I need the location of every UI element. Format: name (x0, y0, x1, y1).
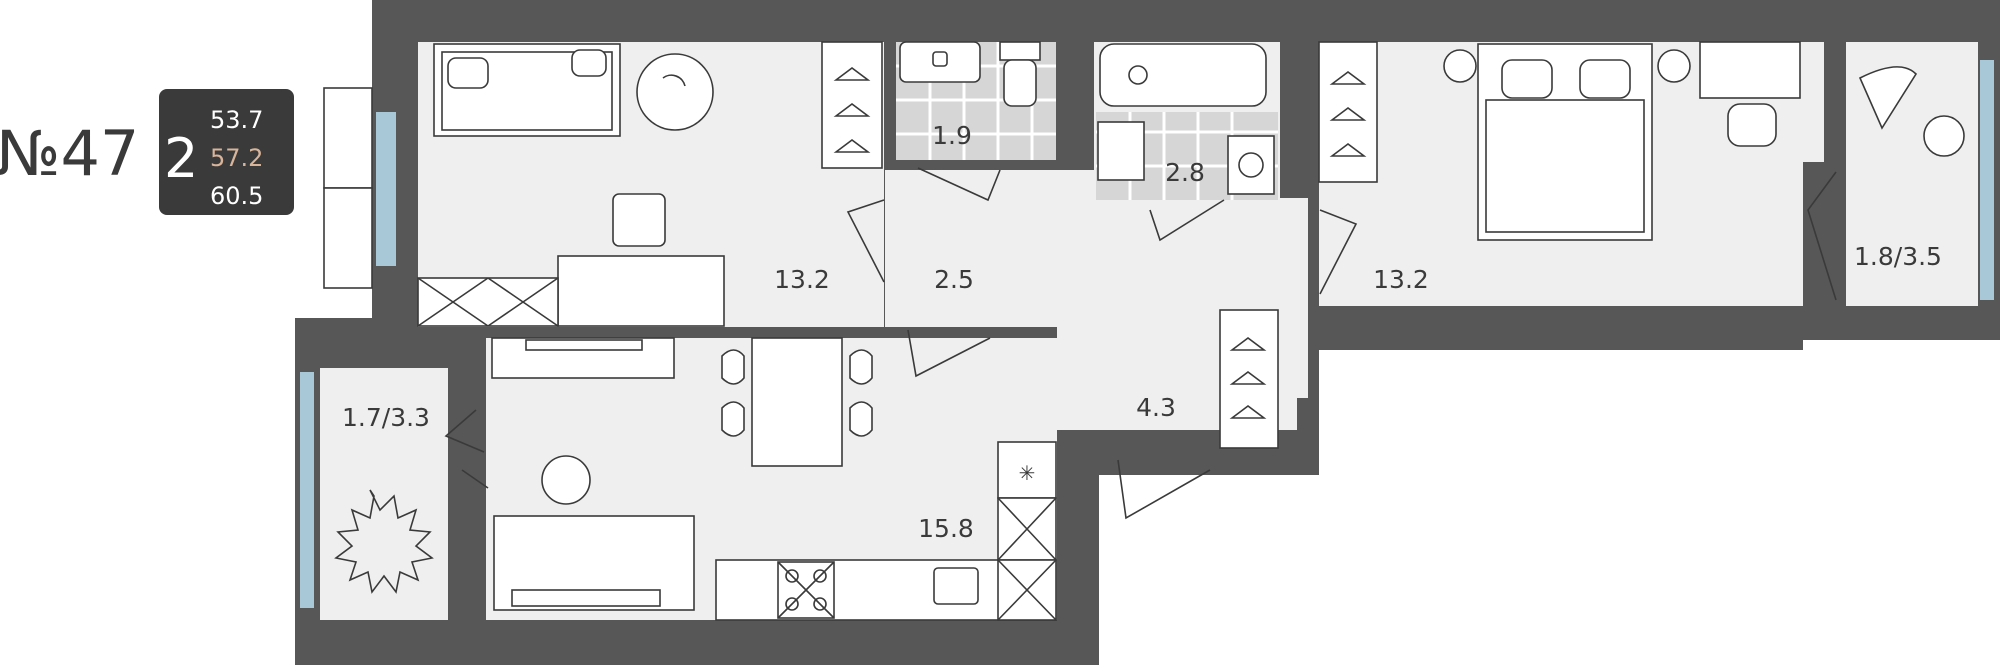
door-kitchen (907, 329, 991, 378)
door-entrance (1117, 459, 1211, 520)
wardrobe-right (1318, 41, 1378, 183)
right-window (1980, 60, 1994, 300)
left-window (300, 372, 314, 608)
door-bathroom (1149, 199, 1225, 242)
label-balcony-right: 1.8/3.5 (1854, 242, 1942, 271)
area-badge (159, 89, 294, 215)
hallway-wardrobe (1219, 309, 1279, 449)
bedroom-left-furniture (417, 41, 883, 327)
door-balcony-left (444, 409, 485, 453)
toilet-tank (999, 41, 1041, 61)
doors (444, 167, 1837, 520)
bath-sink (1097, 121, 1145, 181)
bedroom-window (376, 112, 396, 266)
right-desk (1699, 41, 1801, 99)
dresser (417, 277, 559, 327)
kitchen-furniture: ✳ (334, 337, 1057, 621)
wardrobe-left (821, 41, 883, 169)
area-total: 57.2 (210, 144, 263, 172)
door-wc (917, 167, 1001, 202)
svg-text:✳: ✳ (1019, 461, 1036, 485)
dining-table (751, 337, 843, 467)
coffee-table (541, 455, 591, 505)
area-with-balcony: 60.5 (210, 182, 263, 210)
label-hallway: 4.3 (1136, 393, 1176, 422)
toilet (1003, 59, 1037, 107)
area-living: 53.7 (210, 106, 263, 134)
label-bathroom: 2.8 (1165, 158, 1205, 187)
sofa (493, 515, 695, 611)
chair (612, 193, 666, 247)
apartment-number: №47 (0, 117, 139, 190)
door-balcony-right (1807, 171, 1837, 301)
label-kitchen-living: 15.8 (918, 514, 974, 543)
label-bedroom-left: 13.2 (774, 265, 830, 294)
desk (557, 255, 725, 327)
bedroom-right-furniture (1318, 41, 1965, 241)
bathroom-room (1096, 43, 1278, 200)
label-balcony-left: 1.7/3.3 (342, 403, 430, 432)
round-table (636, 53, 714, 131)
label-bedroom-right: 13.2 (1373, 265, 1429, 294)
label-hall-small: 2.5 (934, 265, 974, 294)
tv-stand (491, 337, 675, 379)
wc-sink (899, 41, 981, 83)
room-labels: 13.2 1.9 2.8 2.5 13.2 1.8/3.5 1.7/3.3 4.… (342, 121, 1942, 543)
exterior-storage (323, 87, 373, 289)
door-bedroom-left (846, 199, 885, 283)
label-wc: 1.9 (932, 121, 972, 150)
plant (334, 489, 434, 594)
kitchen-sink (933, 567, 979, 605)
washing-machine (1227, 135, 1275, 195)
balcony-chair (1858, 66, 1918, 130)
door-bedroom-right (1319, 209, 1358, 295)
bathtub (1099, 43, 1267, 107)
wc-room (896, 41, 1056, 160)
room-count: 2 (164, 127, 198, 190)
